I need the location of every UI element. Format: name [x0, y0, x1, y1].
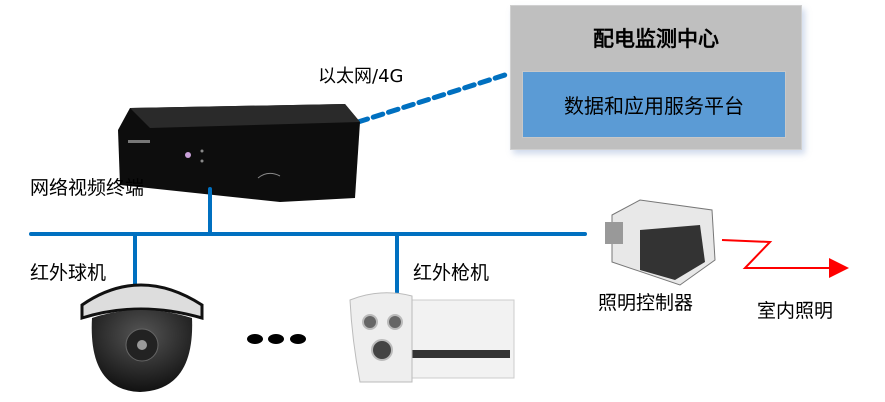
- dome-camera-device: [80, 283, 204, 392]
- dome-camera-label: 红外球机: [30, 262, 107, 284]
- data-service-platform: 数据和应用服务平台: [522, 71, 786, 138]
- center-title: 配电监测中心: [593, 27, 719, 51]
- lighting-controller-device: [605, 199, 716, 286]
- uplink-dashed-line: [355, 71, 511, 125]
- ellipsis-dots: [247, 334, 306, 344]
- bullet-camera-device: [349, 292, 515, 383]
- controller-label: 照明控制器: [598, 292, 694, 314]
- network-bus: [29, 187, 587, 294]
- network-video-terminal-device: [118, 104, 360, 202]
- lighting-signal-arrow: [721, 239, 849, 278]
- uplink-label: 以太网/4G: [318, 66, 404, 87]
- power-monitoring-center: 配电监测中心 数据和应用服务平台: [510, 5, 802, 150]
- terminal-label: 网络视频终端: [30, 177, 145, 199]
- bullet-camera-label: 红外枪机: [413, 262, 490, 284]
- indoor-lighting-label: 室内照明: [757, 300, 834, 322]
